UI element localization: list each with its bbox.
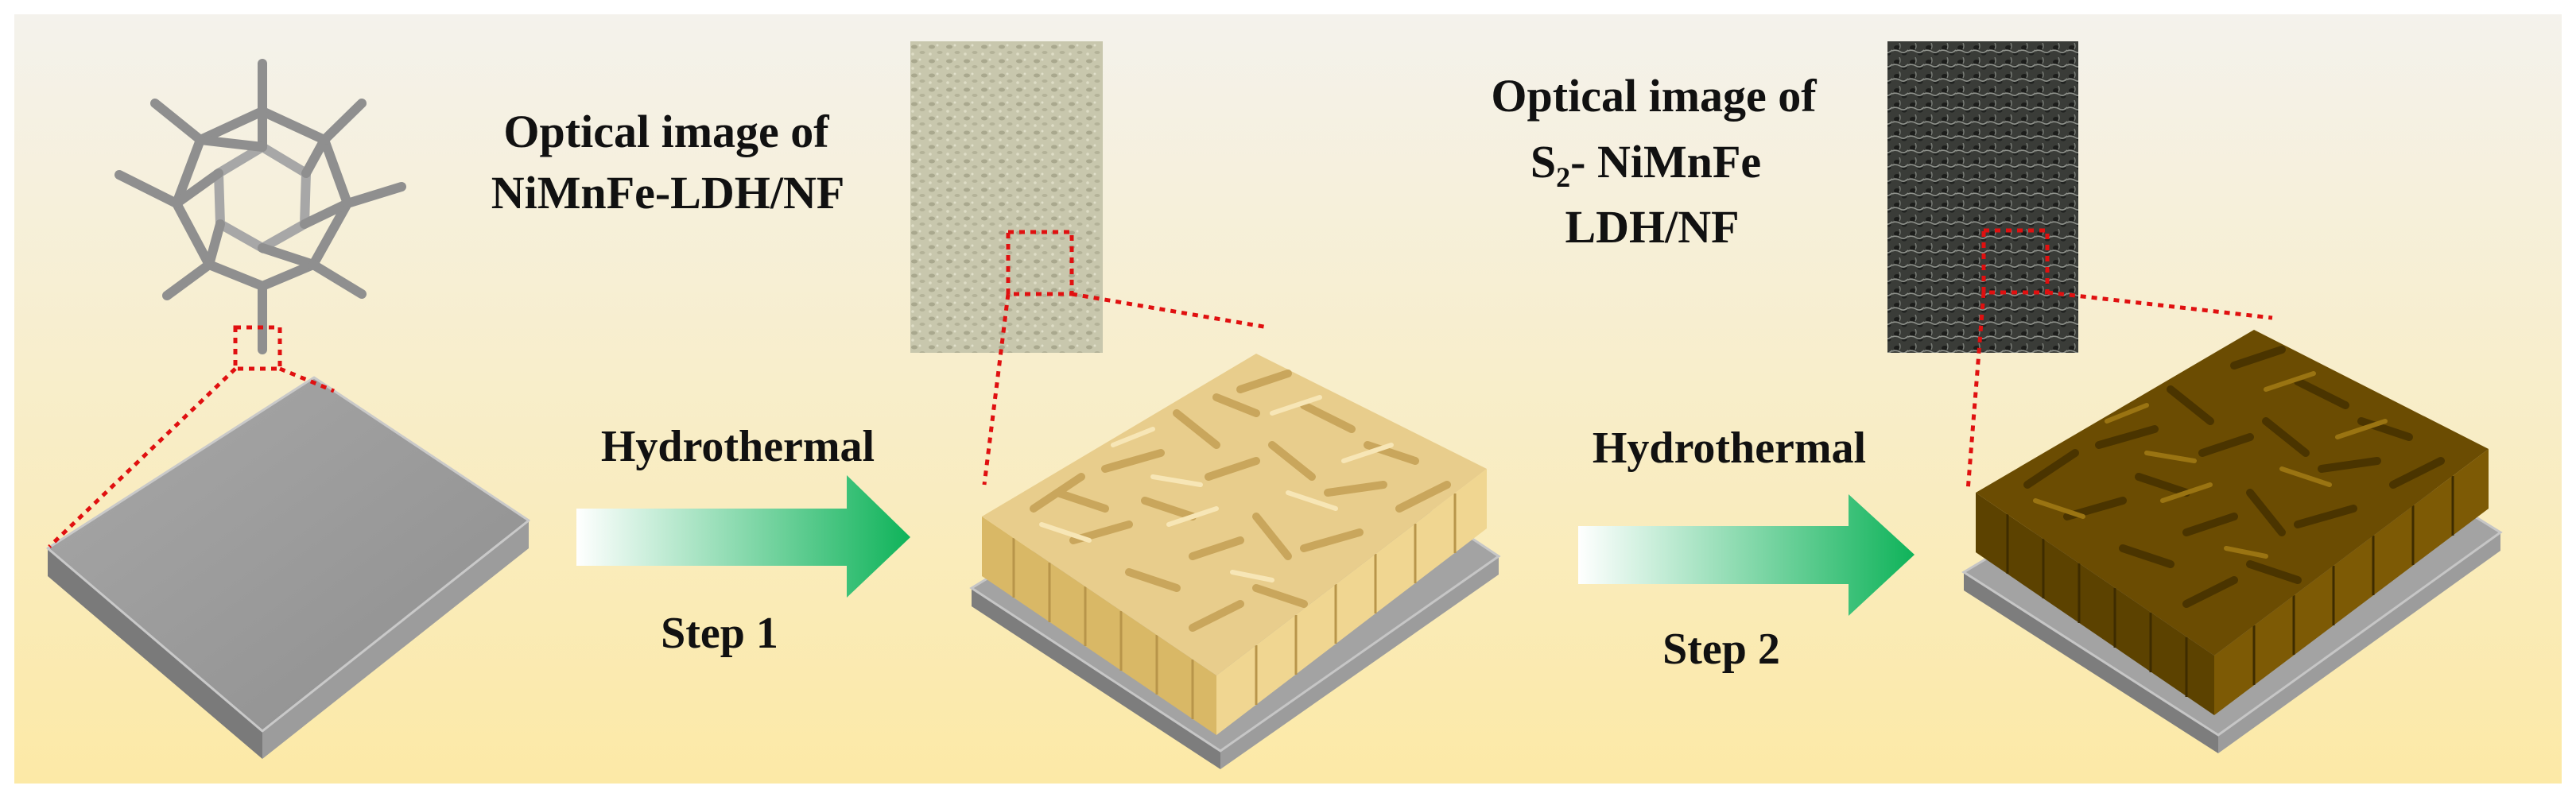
step1-label: Step 1: [661, 609, 778, 658]
step1-hydrothermal-label: Hydrothermal: [601, 422, 875, 471]
nickel-foam-plate: [46, 376, 530, 759]
sulfur-subscript: 2: [1556, 161, 1570, 193]
optical-image-1-material: NiMnFe-LDH/NF: [491, 167, 845, 219]
zoom-indicator-plate: [48, 325, 335, 548]
s-nimnfe-ldh-on-nf: [1961, 330, 2503, 753]
optical-image-1-title: Optical image of: [503, 106, 829, 157]
step2-arrow: [1578, 494, 1915, 616]
optical-image-2-material: S2- NiMnFe: [1530, 136, 1761, 193]
sulfur-symbol: S: [1530, 136, 1556, 188]
molecular-structure: [114, 59, 406, 354]
step2-label: Step 2: [1662, 625, 1780, 674]
zoom-indicator-ldh: [982, 230, 1269, 486]
step1-arrow: [576, 475, 910, 598]
optical-image-2: [1887, 41, 2078, 353]
optical-image-1: [910, 41, 1103, 353]
optical-image-2-suffix: LDH/NF: [1565, 201, 1739, 253]
step2-hydrothermal-label: Hydrothermal: [1593, 424, 1866, 473]
material-name: - NiMnFe: [1570, 136, 1761, 188]
nimnfe-ldh-on-nf: [969, 354, 1501, 769]
optical-image-2-title: Optical image of: [1491, 70, 1817, 122]
zoom-indicator-s-ldh: [1965, 228, 2273, 492]
